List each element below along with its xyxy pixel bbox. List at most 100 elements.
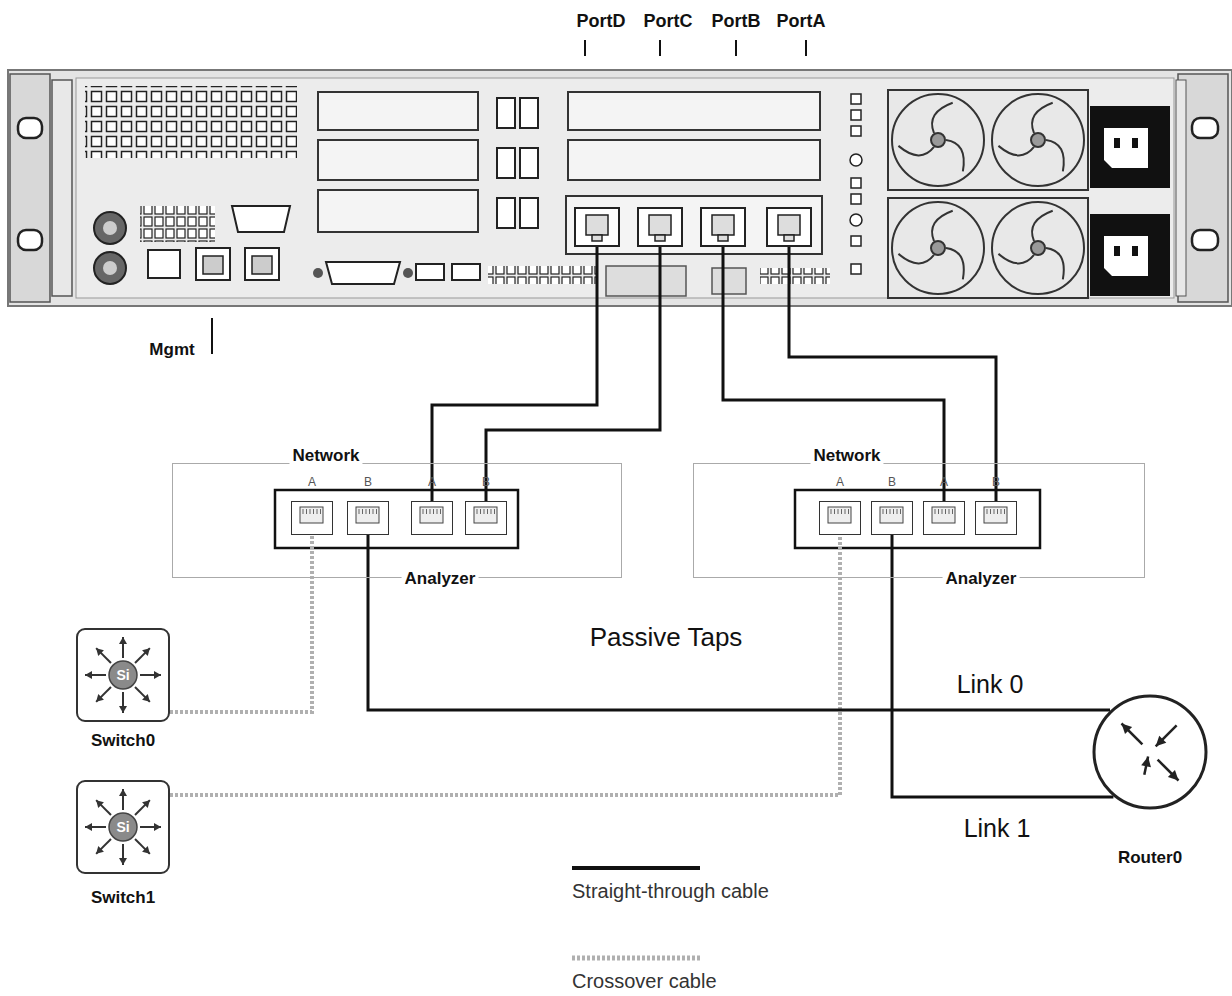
passive-tap: ABABNetworkAnalyzer (172, 463, 622, 578)
fan-hub (1031, 241, 1045, 255)
node-label: B (482, 476, 490, 490)
crossover-cable (170, 535, 840, 795)
tap-port: B (975, 501, 1017, 535)
fan-blade (998, 254, 1034, 264)
crossover-cable (170, 535, 312, 712)
port-block (795, 490, 1040, 548)
legend-sample (572, 866, 700, 870)
node-label: A (836, 476, 844, 490)
tap-port: B (347, 501, 389, 535)
vent-grid (140, 206, 215, 242)
legend-text: Crossover cable (572, 970, 717, 993)
router-symbol (1092, 694, 1208, 810)
port-label: Mgmt (149, 340, 194, 360)
usb-port (452, 264, 480, 280)
jack-outline (466, 502, 506, 534)
fan-hub (1031, 133, 1045, 147)
link-label: Link 0 (957, 670, 1024, 699)
fan-blade (898, 146, 934, 156)
jack-outline (924, 502, 964, 534)
ps2-port (94, 252, 126, 284)
group-label: Passive Taps (590, 622, 743, 653)
node-label: A (940, 476, 948, 490)
legend-sample (572, 956, 700, 961)
node-label: PortA (777, 11, 826, 32)
pci-slot (318, 190, 478, 232)
symbol-text: Si (116, 819, 129, 835)
tap-port: A (819, 501, 861, 535)
jack-outline (348, 502, 388, 534)
leader-line (585, 40, 806, 56)
power-inlet (1090, 106, 1170, 296)
tap-port: A (411, 501, 453, 535)
fan (888, 90, 1088, 298)
tap-port: B (465, 501, 507, 535)
pci-slot (568, 92, 820, 130)
switch-icon: SiSwitch1 (76, 780, 170, 874)
switch-icon: SiSwitch0 (76, 628, 170, 722)
tap-port: B (871, 501, 913, 535)
port-block (275, 490, 518, 548)
mgmt-port (196, 248, 230, 280)
router-icon: Router0 (1092, 694, 1208, 810)
pci-slot (568, 140, 820, 180)
jack-outline (576, 209, 618, 245)
server-port: PortB (700, 207, 746, 247)
node-label: B (992, 476, 1000, 490)
node-label: B (888, 476, 896, 490)
node-label: Router0 (1118, 848, 1182, 868)
node-label: A (428, 476, 436, 490)
straight-through-cable (892, 535, 1113, 797)
tap-port: A (923, 501, 965, 535)
tap-heading: Network (289, 446, 362, 466)
server-port: PortA (766, 207, 812, 247)
server-port: PortC (637, 207, 683, 247)
link-label: Link 1 (964, 814, 1031, 843)
fan-hub (931, 133, 945, 147)
node-label: Analyzer (402, 569, 479, 589)
node-label: Analyzer (943, 569, 1020, 589)
node-label: PortB (712, 11, 761, 32)
jack-outline (639, 209, 681, 245)
pci-slot (318, 140, 478, 180)
passive-tap: ABABNetworkAnalyzer (693, 463, 1145, 578)
nic-card (566, 196, 822, 254)
slot-cage (497, 98, 538, 228)
status-leds (850, 94, 862, 274)
straight-through-cable (368, 535, 1110, 710)
jack-outline (976, 502, 1016, 534)
fan-blade (998, 146, 1034, 156)
fan-blade (1032, 211, 1053, 241)
legend-text: Straight-through cable (572, 880, 769, 903)
leader-line (211, 318, 213, 354)
tap-port: A (291, 501, 333, 535)
server-port: PortD (574, 207, 620, 247)
jack-outline (292, 502, 332, 534)
serial-port (232, 206, 290, 232)
mgmt-port (148, 250, 180, 278)
symbol-text: Si (116, 667, 129, 683)
fan-blade (1032, 103, 1053, 133)
mgmt-port (245, 248, 279, 280)
node-label: PortD (577, 11, 626, 32)
chassis (8, 70, 1232, 306)
node-label: PortC (644, 11, 693, 32)
jack-outline (768, 209, 810, 245)
fan-blade (932, 103, 953, 133)
fan-blade (946, 140, 964, 171)
pci-slot (318, 92, 478, 130)
fan-blade (898, 254, 934, 264)
fan-blade (1046, 140, 1064, 171)
node-label: B (364, 476, 372, 490)
jack-outline (702, 209, 744, 245)
fan-hub (931, 241, 945, 255)
fan-blade (932, 211, 953, 241)
node-label: Switch0 (91, 731, 155, 751)
node-label: A (308, 476, 316, 490)
node-label: Switch1 (91, 888, 155, 908)
rack-ear (10, 74, 50, 302)
